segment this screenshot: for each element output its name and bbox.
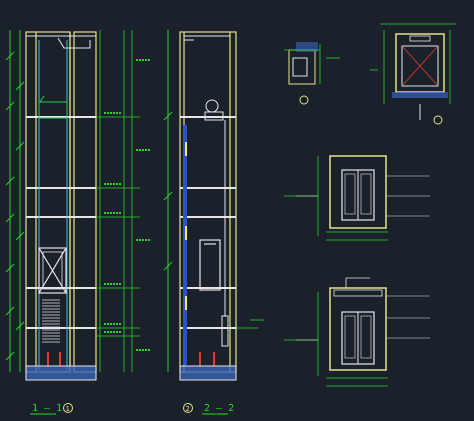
section-1-shaft-walls [25,31,97,373]
section-2-callout-number: 2 [186,405,190,413]
section-2-level-markers [236,319,264,329]
section-2-buffers [199,352,215,366]
section-2-pit [180,366,236,380]
section-2-machine [204,99,224,121]
section-2-callout [183,403,193,413]
section-1-left-dimension-chain [5,30,25,372]
section-1-level-text [104,59,150,351]
section-1-guide-rails [38,40,68,370]
door-elevation-lower [284,277,430,387]
section-1-title: 1 — 1 [32,403,62,414]
detail-plan-small [284,42,340,105]
section-2-left-dimension [163,30,173,372]
section-1-elevator-car [38,247,67,294]
section-2-top-slab [184,35,230,41]
section-2-title: 2 — 2 [204,403,234,414]
section-1-counterweight [42,299,60,343]
section-1-1: 1 — 1 1 [5,30,150,415]
section-2-elevator-car [199,239,221,291]
section-1-buffers [47,352,61,366]
section-1-top-slab [26,35,96,49]
section-2-blue-duct [183,125,187,365]
door-elevation-upper [284,155,430,241]
section-2-floor-slabs [180,116,236,329]
section-2-2: 2 — 2 2 [163,30,264,415]
section-1-floor-slabs [26,116,96,329]
section-1-machine-frame [38,95,68,119]
section-1-pit [26,366,96,380]
section-1-level-markers [96,30,140,372]
section-2-counterweight [221,120,229,347]
detail-shaft-plan [370,23,456,125]
section-1-callout-number: 1 [66,405,70,413]
section-1-callout [63,403,73,413]
